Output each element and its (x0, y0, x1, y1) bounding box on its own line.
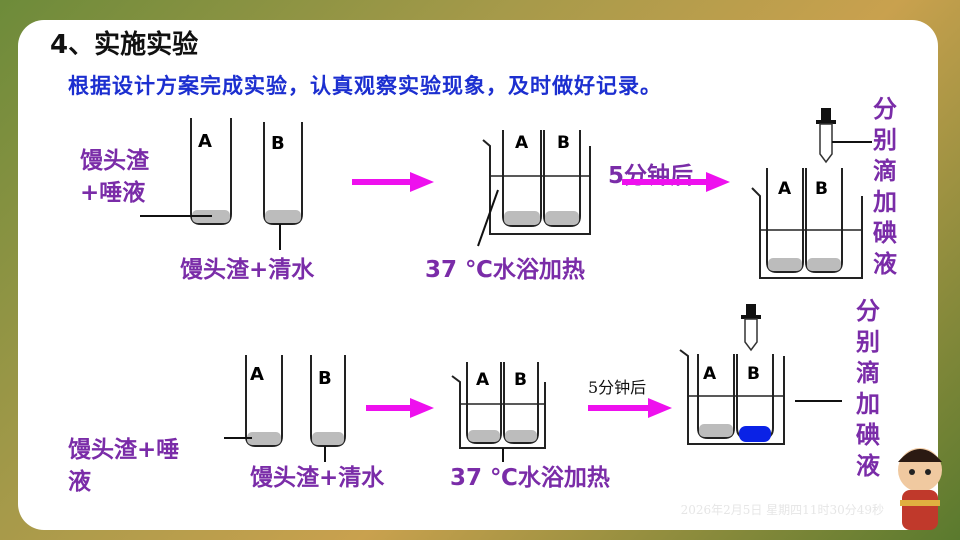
row2-iodine-char: 滴 (856, 359, 880, 387)
row1-tube-a-label-line2: +唾液 (80, 180, 146, 206)
row2-iodine-char: 加 (856, 390, 880, 418)
row1-iodine-label: 分 别 滴 加 碘 液 (870, 94, 900, 280)
row1-result-beaker: A B (751, 168, 863, 279)
row1-iodine-char: 液 (873, 250, 897, 278)
row1-bath-label: 37 ℃水浴加热 (425, 257, 585, 283)
page-title: 4、实施实验 (50, 30, 199, 60)
row2-result-letter-a: A (703, 364, 717, 384)
row2-iodine-char: 分 (856, 297, 880, 325)
row2-beaker: A B (451, 362, 546, 449)
row2-tube-b: B (310, 355, 346, 447)
cartoon-character-icon (898, 448, 942, 530)
row2-iodine-label: 分 别 滴 加 碘 液 (853, 296, 883, 482)
row1-tube-b-label: 馒头渣+清水 (180, 257, 315, 283)
row2-blue-result (739, 426, 771, 442)
row2-arrow-2 (588, 398, 672, 418)
footer-timestamp: 2026年2月5日 星期四11时30分49秒 (680, 503, 884, 517)
row1-dropper-icon (816, 108, 836, 164)
row1-result-letter-a: A (778, 179, 792, 199)
row1-beaker: A B (482, 130, 591, 235)
row2-arrow-1 (366, 398, 434, 418)
row1-tube-a-letter: A (198, 131, 212, 152)
row2-tube-a-label: 馒头渣+唾 液 (68, 434, 179, 498)
row1-iodine-char: 碘 (873, 219, 897, 247)
row1-arrow-1 (352, 172, 434, 192)
row2-result-beaker: A B (679, 349, 785, 445)
row2-tube-a-letter: A (250, 364, 264, 385)
row2-tube-b-label: 馒头渣+清水 (250, 465, 385, 491)
row2-beaker-letter-a: A (476, 370, 490, 390)
row1-beaker-letter-b: B (557, 133, 570, 153)
row2-tube-a: A (245, 355, 283, 447)
row2-dropper-icon (741, 304, 761, 352)
row2-bath-label: 37 ℃水浴加热 (450, 465, 610, 491)
row1-pointer-bath (477, 189, 499, 247)
row2-tube-a-label-line2: 液 (68, 469, 91, 495)
row2-result-letter-b: B (747, 364, 760, 384)
row1-tube-a-label: 馒头渣 +唾液 (80, 145, 149, 209)
row2-beaker-letter-b: B (514, 370, 527, 390)
row1-iodine-char: 滴 (873, 157, 897, 185)
row1-tube-a-label-line1: 馒头渣 (80, 148, 149, 174)
row1-result-letter-b: B (815, 179, 828, 199)
row1-tube-b: B (263, 122, 303, 225)
row1-beaker-letter-a: A (515, 133, 529, 153)
row2-time-label: 5分钟后 (588, 378, 647, 397)
row1-iodine-char: 加 (873, 188, 897, 216)
row2-iodine-char: 液 (856, 452, 880, 480)
row2-iodine-char: 碘 (856, 421, 880, 449)
row2-tube-a-label-line1: 馒头渣+唾 (68, 437, 180, 463)
row2-tube-b-letter: B (318, 368, 332, 389)
row1-tube-a: A (190, 118, 232, 225)
row2-iodine-char: 别 (856, 328, 880, 356)
row1-iodine-char: 分 (873, 95, 897, 123)
row1-iodine-char: 别 (873, 126, 897, 154)
row1-arrow-2 (622, 172, 730, 192)
row1-tube-b-letter: B (271, 133, 285, 154)
page-subtitle: 根据设计方案完成实验，认真观察实验现象，及时做好记录。 (68, 74, 662, 98)
